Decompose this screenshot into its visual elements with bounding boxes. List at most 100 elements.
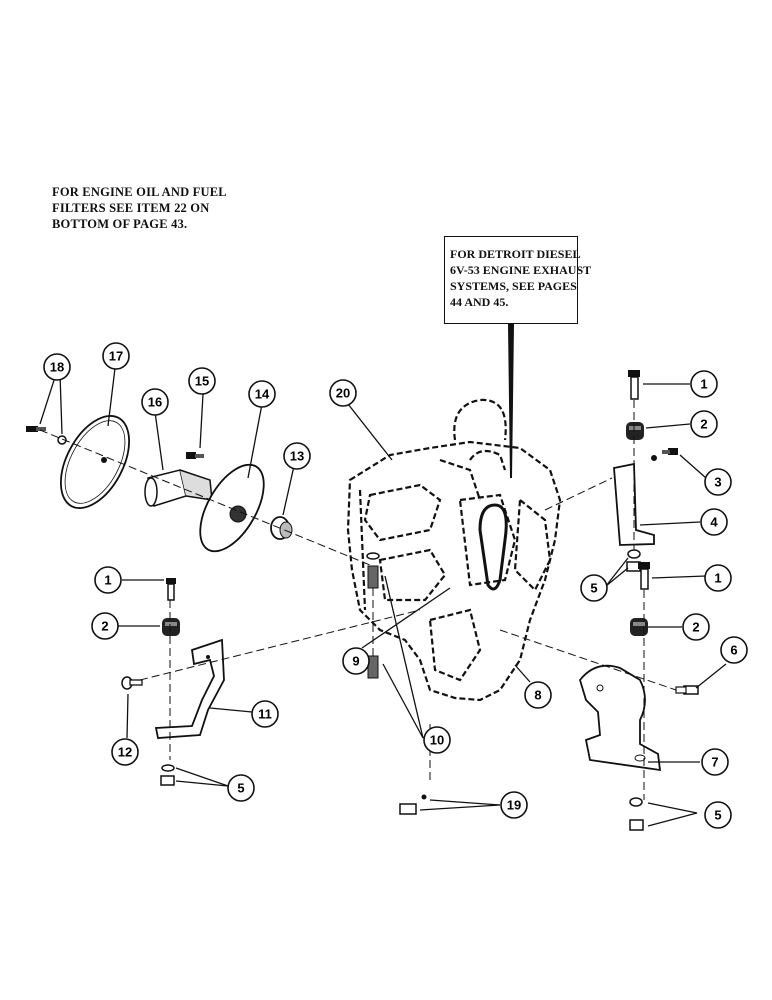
- callout-number: 9: [352, 654, 359, 669]
- callout-circle: [248, 380, 276, 408]
- drive-shaft: [144, 469, 213, 507]
- note-line: SYSTEMS, SEE PAGES: [450, 279, 577, 293]
- callout-circle: [690, 370, 718, 398]
- callout-circle: [111, 738, 139, 766]
- callout-circle: [91, 612, 119, 640]
- callout-circle: [423, 726, 451, 754]
- callout-circle: [94, 566, 122, 594]
- callout-7: 7: [701, 748, 729, 776]
- callout-circle: [500, 791, 528, 819]
- callout-10: 10: [423, 726, 451, 754]
- callout-number: 14: [255, 387, 270, 402]
- callout-circle: [102, 342, 130, 370]
- callout-12: 12: [111, 738, 139, 766]
- note-line: 44 AND 45.: [450, 295, 509, 309]
- note-line: FOR DETROIT DIESEL: [450, 247, 581, 261]
- washer-nut-5-right-bottom: [629, 797, 644, 831]
- fan-belt: [478, 503, 508, 591]
- bolt-1-right-mid: [638, 562, 650, 590]
- bracket-11: [154, 638, 225, 739]
- callout-circle: [700, 508, 728, 536]
- oil-filter-note: FOR ENGINE OIL AND FUEL FILTERS SEE ITEM…: [52, 184, 227, 232]
- callout-circle: [704, 564, 732, 592]
- callout-2: 2: [91, 612, 119, 640]
- flywheel-plate: [60, 415, 130, 509]
- leader-lines: [39, 359, 727, 827]
- callout-6: 6: [720, 636, 748, 664]
- bolt-15: [186, 452, 204, 459]
- callout-8: 8: [524, 681, 552, 709]
- bolt-1-right-top: [628, 370, 640, 400]
- note-line: 6V-53 ENGINE EXHAUST: [450, 263, 592, 277]
- callout-number: 8: [534, 688, 541, 703]
- callout-circle: [329, 379, 357, 407]
- callout-circle: [43, 353, 71, 381]
- callout-1: 1: [704, 564, 732, 592]
- exhaust-note-box: [444, 236, 578, 324]
- callout-number: 10: [430, 733, 444, 748]
- bolt-18: [26, 426, 67, 445]
- callout-number: 15: [195, 374, 209, 389]
- callout-number: 3: [714, 475, 721, 490]
- callout-number: 6: [730, 643, 737, 658]
- callout-18: 18: [43, 353, 71, 381]
- callout-3: 3: [704, 468, 732, 496]
- callout-2: 2: [682, 613, 710, 641]
- callout-1: 1: [690, 370, 718, 398]
- bolt-1-left: [166, 578, 176, 601]
- callout-number: 1: [714, 571, 721, 586]
- callout-circle: [251, 700, 279, 728]
- fitting-19: [399, 794, 427, 815]
- callout-number: 1: [700, 377, 707, 392]
- callout-circle: [701, 748, 729, 776]
- callout-number: 2: [692, 620, 699, 635]
- drive-disc: [199, 463, 265, 553]
- note-line: FILTERS SEE ITEM 22 ON: [52, 201, 210, 215]
- washer-nut-5-left: [160, 764, 175, 786]
- callout-number: 13: [290, 449, 304, 464]
- callout-number: 17: [109, 349, 123, 364]
- callout-circle: [188, 367, 216, 395]
- callout-number: 16: [148, 395, 162, 410]
- isolator-2-right-top: [626, 422, 644, 440]
- callout-circle: [342, 647, 370, 675]
- callout-11: 11: [251, 700, 279, 728]
- callout-circle: [704, 468, 732, 496]
- spacer-13: [270, 516, 293, 540]
- isolator-2-right-mid: [630, 618, 648, 636]
- callout-number: 1: [104, 573, 111, 588]
- callout-15: 15: [188, 367, 216, 395]
- callout-2: 2: [690, 410, 718, 438]
- engine-block: [346, 398, 562, 702]
- bracket-7: [579, 664, 662, 772]
- callout-number: 19: [507, 798, 521, 813]
- callout-5: 5: [704, 801, 732, 829]
- callout-number: 5: [714, 808, 721, 823]
- callout-circle: [580, 574, 608, 602]
- callout-circle: [524, 681, 552, 709]
- callout-number: 20: [336, 386, 350, 401]
- callout-20: 20: [329, 379, 357, 407]
- note-line: BOTTOM OF PAGE 43.: [52, 217, 188, 231]
- callout-circle: [690, 410, 718, 438]
- callout-13: 13: [283, 442, 311, 470]
- callout-number: 7: [711, 755, 718, 770]
- bolt-3: [651, 448, 678, 461]
- callout-circle: [704, 801, 732, 829]
- callout-number: 4: [710, 515, 718, 530]
- exhaust-pointer: [508, 324, 514, 478]
- callout-5: 5: [227, 774, 255, 802]
- callout-4: 4: [700, 508, 728, 536]
- bolt-12: [121, 676, 143, 690]
- bolt-6: [675, 685, 699, 695]
- callout-14: 14: [248, 380, 276, 408]
- callout-circle: [141, 388, 169, 416]
- callout-circle: [227, 774, 255, 802]
- callout-5: 5: [580, 574, 608, 602]
- callout-circle: [283, 442, 311, 470]
- callout-1: 1: [94, 566, 122, 594]
- callout-number: 12: [118, 745, 132, 760]
- note-line: FOR ENGINE OIL AND FUEL: [52, 185, 227, 199]
